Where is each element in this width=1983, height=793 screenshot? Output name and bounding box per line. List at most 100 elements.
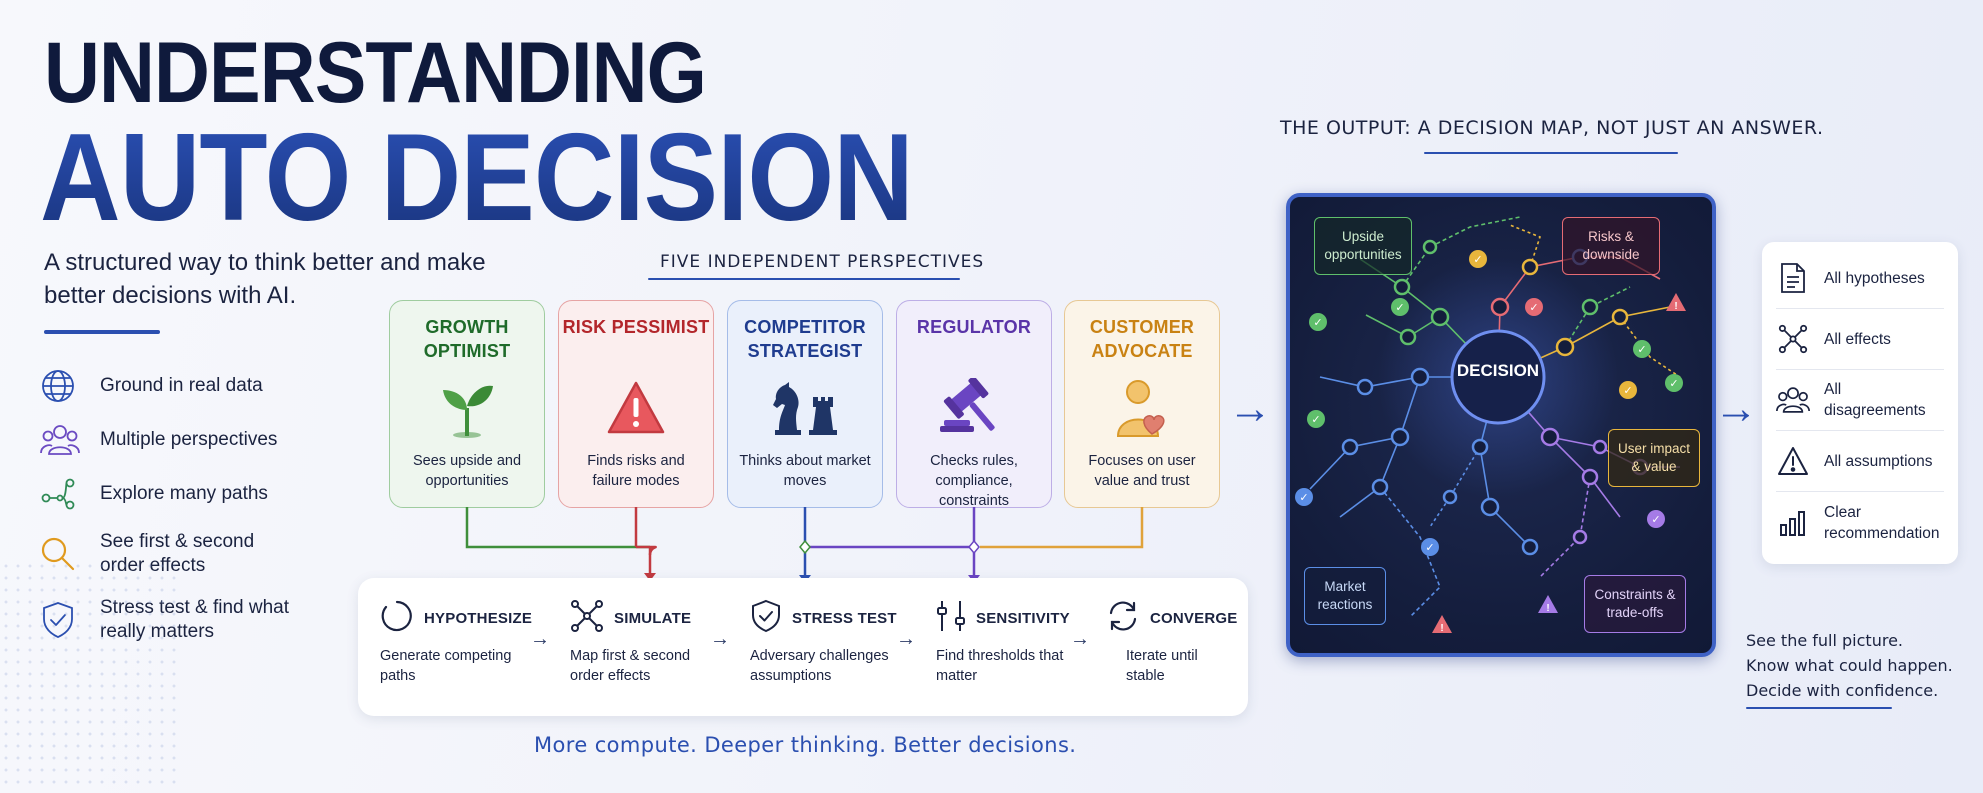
chess-icon <box>728 373 882 443</box>
svg-text:✓: ✓ <box>1313 317 1322 329</box>
arrow-right-icon: → <box>896 628 916 650</box>
users-icon <box>40 422 82 458</box>
perspective-card-regulator: REGULATOR Checks rules, compliance, cons… <box>896 300 1052 509</box>
checklist-label: All disagreements <box>1824 381 1926 419</box>
checklist-item: All assumptions <box>1776 431 1944 492</box>
feature-item: Stress test & find what really matters <box>40 596 370 644</box>
arrow-right-icon: → <box>1070 628 1090 650</box>
checklist-item: All disagreements <box>1776 370 1944 431</box>
svg-text:✓: ✓ <box>1395 302 1404 314</box>
perspective-connectors <box>465 507 1144 583</box>
feature-label: Stress test & find what really matters <box>100 597 290 642</box>
closing-statement: See the full picture. Know what could ha… <box>1746 628 1953 703</box>
map-node-constraints: Constraints & trade-offs <box>1584 575 1686 633</box>
checklist-label: All assumptions <box>1824 452 1933 470</box>
shield-check-icon <box>40 602 82 638</box>
output-checklist: All hypotheses All effects All disagreem… <box>1762 242 1958 564</box>
closing-underline <box>1746 707 1892 709</box>
decision-map-graph: ✓ ✓ ✓ ✓ ✓ ✓ ✓ ✓ ✓ ✓ ✓ ! ! ! <box>1295 216 1686 634</box>
arrow-right-icon: → <box>710 628 730 650</box>
process-step-converge: CONVERGE Iterate until stable <box>1106 599 1238 686</box>
card-desc: Focuses on user value and trust <box>1088 453 1196 489</box>
feature-item: Multiple perspectives <box>40 422 370 458</box>
person-heart-icon <box>1065 373 1219 443</box>
checklist-item: All effects <box>1776 309 1944 370</box>
map-node-market: Market reactions <box>1304 567 1386 625</box>
warning-icon <box>1776 446 1810 476</box>
step-title: SIMULATE <box>614 609 692 627</box>
card-title: CUSTOMER ADVOCATE <box>1089 317 1195 361</box>
arrow-right-icon: → <box>1228 384 1272 433</box>
step-title: SENSITIVITY <box>976 609 1070 627</box>
subtitle-divider <box>44 330 160 334</box>
network-icon <box>570 599 604 638</box>
card-title: GROWTH OPTIMIST <box>423 317 511 361</box>
checklist-item: Clear recommendation <box>1776 492 1944 553</box>
svg-text:✓: ✓ <box>1529 302 1538 314</box>
svg-text:✓: ✓ <box>1473 254 1482 266</box>
output-heading-emphasis: A DECISION MAP, NOT JUST AN ANSWER. <box>1417 117 1824 139</box>
arrow-right-icon: → <box>530 628 550 650</box>
map-node-user-impact: User impact & value <box>1608 429 1700 487</box>
step-desc: Generate competing paths <box>380 648 512 684</box>
checklist-label: Clear recommendation <box>1824 503 1940 542</box>
svg-text:✓: ✓ <box>1623 385 1632 397</box>
process-step-hypothesize: HYPOTHESIZE Generate competing paths <box>380 599 532 686</box>
closing-line: Decide with confidence. <box>1746 681 1939 700</box>
svg-text:✓: ✓ <box>1299 492 1308 504</box>
dot-pattern <box>0 560 180 790</box>
feature-label: Explore many paths <box>100 483 268 504</box>
step-title: CONVERGE <box>1150 609 1238 627</box>
closing-line: See the full picture. <box>1746 631 1903 650</box>
document-icon <box>1776 262 1810 294</box>
title-line-2: AUTO DECISION <box>40 109 914 247</box>
circle-arc-icon <box>380 599 414 638</box>
output-heading-prefix: THE OUTPUT: <box>1280 117 1412 139</box>
svg-text:✓: ✓ <box>1311 414 1320 426</box>
feature-list: Ground in real data Multiple perspective… <box>40 368 370 662</box>
feature-label: Ground in real data <box>100 375 263 396</box>
card-title: REGULATOR <box>916 317 1032 337</box>
users-icon <box>1776 385 1810 415</box>
decision-center-label: DECISION <box>1456 361 1540 380</box>
card-desc: Checks rules, compliance, constraints <box>930 453 1018 509</box>
checklist-label: All effects <box>1824 330 1891 348</box>
feature-item: See first & second order effects <box>40 530 370 578</box>
perspectives-heading: FIVE INDEPENDENT PERSPECTIVES <box>660 252 985 272</box>
perspective-card-risk-pessimist: RISK PESSIMIST Finds risks and failure m… <box>558 300 714 508</box>
feature-label: See first & second order effects <box>100 531 255 576</box>
gavel-icon <box>897 373 1051 443</box>
refresh-icon <box>1106 599 1140 638</box>
svg-text:!: ! <box>1440 623 1443 634</box>
process-step-simulate: SIMULATE Map first & second order effect… <box>570 599 720 686</box>
perspective-card-competitor-strategist: COMPETITOR STRATEGIST Thinks about marke… <box>727 300 883 508</box>
warning-icon <box>559 373 713 443</box>
title-line-1: UNDERSTANDING <box>44 25 707 121</box>
svg-text:✓: ✓ <box>1651 514 1660 526</box>
globe-icon <box>40 368 82 404</box>
feature-item: Explore many paths <box>40 476 370 512</box>
output-underline <box>1424 152 1678 154</box>
process-panel: HYPOTHESIZE Generate competing paths → S… <box>358 578 1248 716</box>
network-icon <box>1776 324 1810 354</box>
checklist-label: All hypotheses <box>1824 269 1925 287</box>
svg-text:✓: ✓ <box>1425 542 1434 554</box>
step-desc: Map first & second order effects <box>570 648 691 684</box>
bar-chart-icon <box>1776 509 1810 537</box>
card-desc: Thinks about market moves <box>739 453 871 489</box>
magnifier-icon <box>40 536 82 572</box>
map-node-upside: Upside opportunities <box>1314 217 1412 275</box>
perspectives-underline <box>648 278 960 280</box>
arrow-right-icon: → <box>1714 384 1758 433</box>
svg-text:✓: ✓ <box>1669 378 1678 390</box>
card-desc: Finds risks and failure modes <box>587 453 685 489</box>
feature-label: Multiple perspectives <box>100 429 278 450</box>
step-desc: Find thresholds that matter <box>936 648 1064 684</box>
feature-item: Ground in real data <box>40 368 370 404</box>
subtitle: A structured way to think better and mak… <box>44 249 486 309</box>
svg-text:!: ! <box>1546 603 1549 614</box>
svg-text:!: ! <box>1674 301 1677 312</box>
step-title: STRESS TEST <box>792 609 897 627</box>
perspective-card-growth-optimist: GROWTH OPTIMIST Sees upside and opportun… <box>389 300 545 508</box>
card-title: RISK PESSIMIST <box>562 317 710 337</box>
